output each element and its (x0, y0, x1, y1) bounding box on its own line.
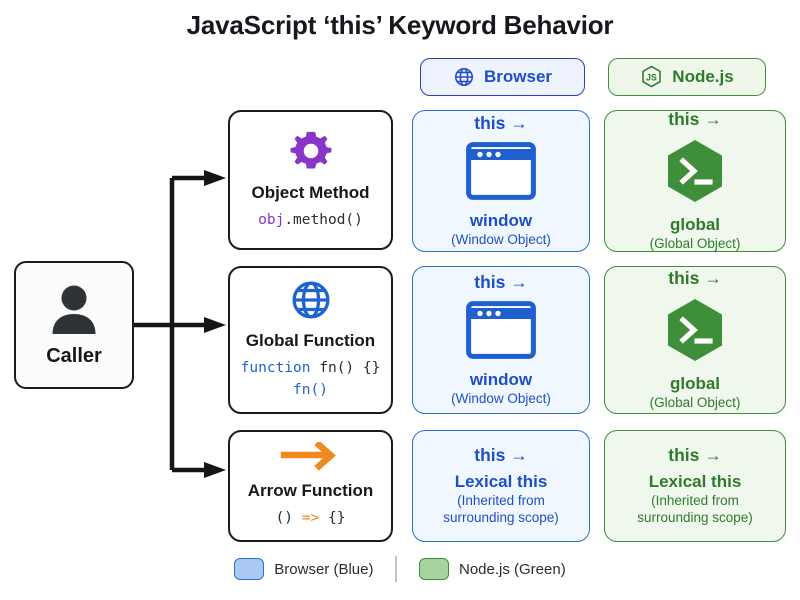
caller-box: Caller (14, 261, 134, 389)
badge-browser-label: Browser (483, 67, 553, 86)
badge-browser: Browser (420, 58, 585, 96)
browser-window-icon (466, 141, 536, 205)
legend-label-browser: Browser (Blue) (274, 560, 374, 578)
call-card-title: Global Function (245, 331, 376, 351)
terminal-hexagon-icon (664, 297, 726, 368)
result-browser-object-method: this → window (Window Object) (412, 110, 590, 252)
call-card-title: Object Method (251, 183, 370, 203)
badge-nodejs: JS Node.js (608, 58, 766, 96)
code-token: .method() (284, 212, 363, 229)
terminal-hexagon-icon (664, 138, 726, 209)
legend-swatch-green (418, 558, 449, 580)
legend-divider (395, 556, 397, 582)
gear-icon (288, 128, 334, 179)
browser-window-icon (466, 300, 536, 364)
call-card-arrow-function: Arrow Function () => {} (228, 430, 393, 542)
result-sub: (Window Object) (451, 232, 551, 248)
legend-label-node: Node.js (Green) (458, 560, 566, 578)
this-label: this → (474, 444, 528, 465)
code-token: {} (319, 510, 346, 527)
arrow-right-icon (280, 440, 342, 477)
result-main: window (469, 369, 533, 389)
call-card-code: () => {} (276, 508, 346, 530)
legend-item-node: Node.js (Green) (418, 558, 566, 580)
legend: Browser (Blue) Node.js (Green) (0, 556, 800, 582)
result-sub: (Global Object) (649, 236, 741, 252)
legend-item-browser: Browser (Blue) (234, 558, 373, 580)
result-node-object-method: this → global (Global Object) (604, 108, 786, 252)
caller-label: Caller (46, 345, 102, 367)
nodejs-hexagon-icon: JS (640, 65, 663, 89)
result-sub: (Window Object) (451, 391, 551, 407)
call-card-global-function: Global Function function fn() {} fn() (228, 266, 393, 414)
result-node-global-function: this → global (Global Object) (604, 266, 786, 414)
this-label: this → (668, 444, 722, 465)
result-main: global (669, 373, 721, 393)
legend-swatch-blue (234, 558, 265, 580)
this-label: this → (668, 267, 722, 288)
call-card-code: function fn() {} fn() (241, 358, 381, 402)
code-token: => (301, 510, 320, 527)
call-card-code: obj.method() (258, 210, 363, 232)
this-label: this → (668, 108, 722, 129)
this-label: this → (474, 271, 528, 292)
user-icon (47, 282, 101, 343)
call-card-object-method: Object Method obj.method() (228, 110, 393, 250)
code-token: fn() {} (310, 360, 381, 377)
this-label: this → (474, 112, 528, 133)
code-token: obj (258, 212, 285, 229)
code-token: () (275, 510, 302, 527)
result-browser-global-function: this → window (Window Object) (412, 266, 590, 414)
result-main: global (669, 214, 721, 234)
badge-nodejs-label: Node.js (672, 67, 734, 86)
globe-icon (289, 278, 333, 327)
page-title: JavaScript ‘this’ Keyword Behavior (186, 10, 614, 40)
globe-icon (453, 66, 475, 88)
result-sub: (Global Object) (649, 395, 741, 411)
svg-text:JS: JS (646, 73, 657, 83)
call-card-title: Arrow Function (247, 481, 374, 501)
result-main: window (469, 210, 533, 230)
code-token: function (240, 360, 311, 377)
code-token: fn() (293, 382, 328, 398)
result-main: Lexical this (454, 471, 548, 491)
result-main: Lexical this (648, 471, 742, 491)
